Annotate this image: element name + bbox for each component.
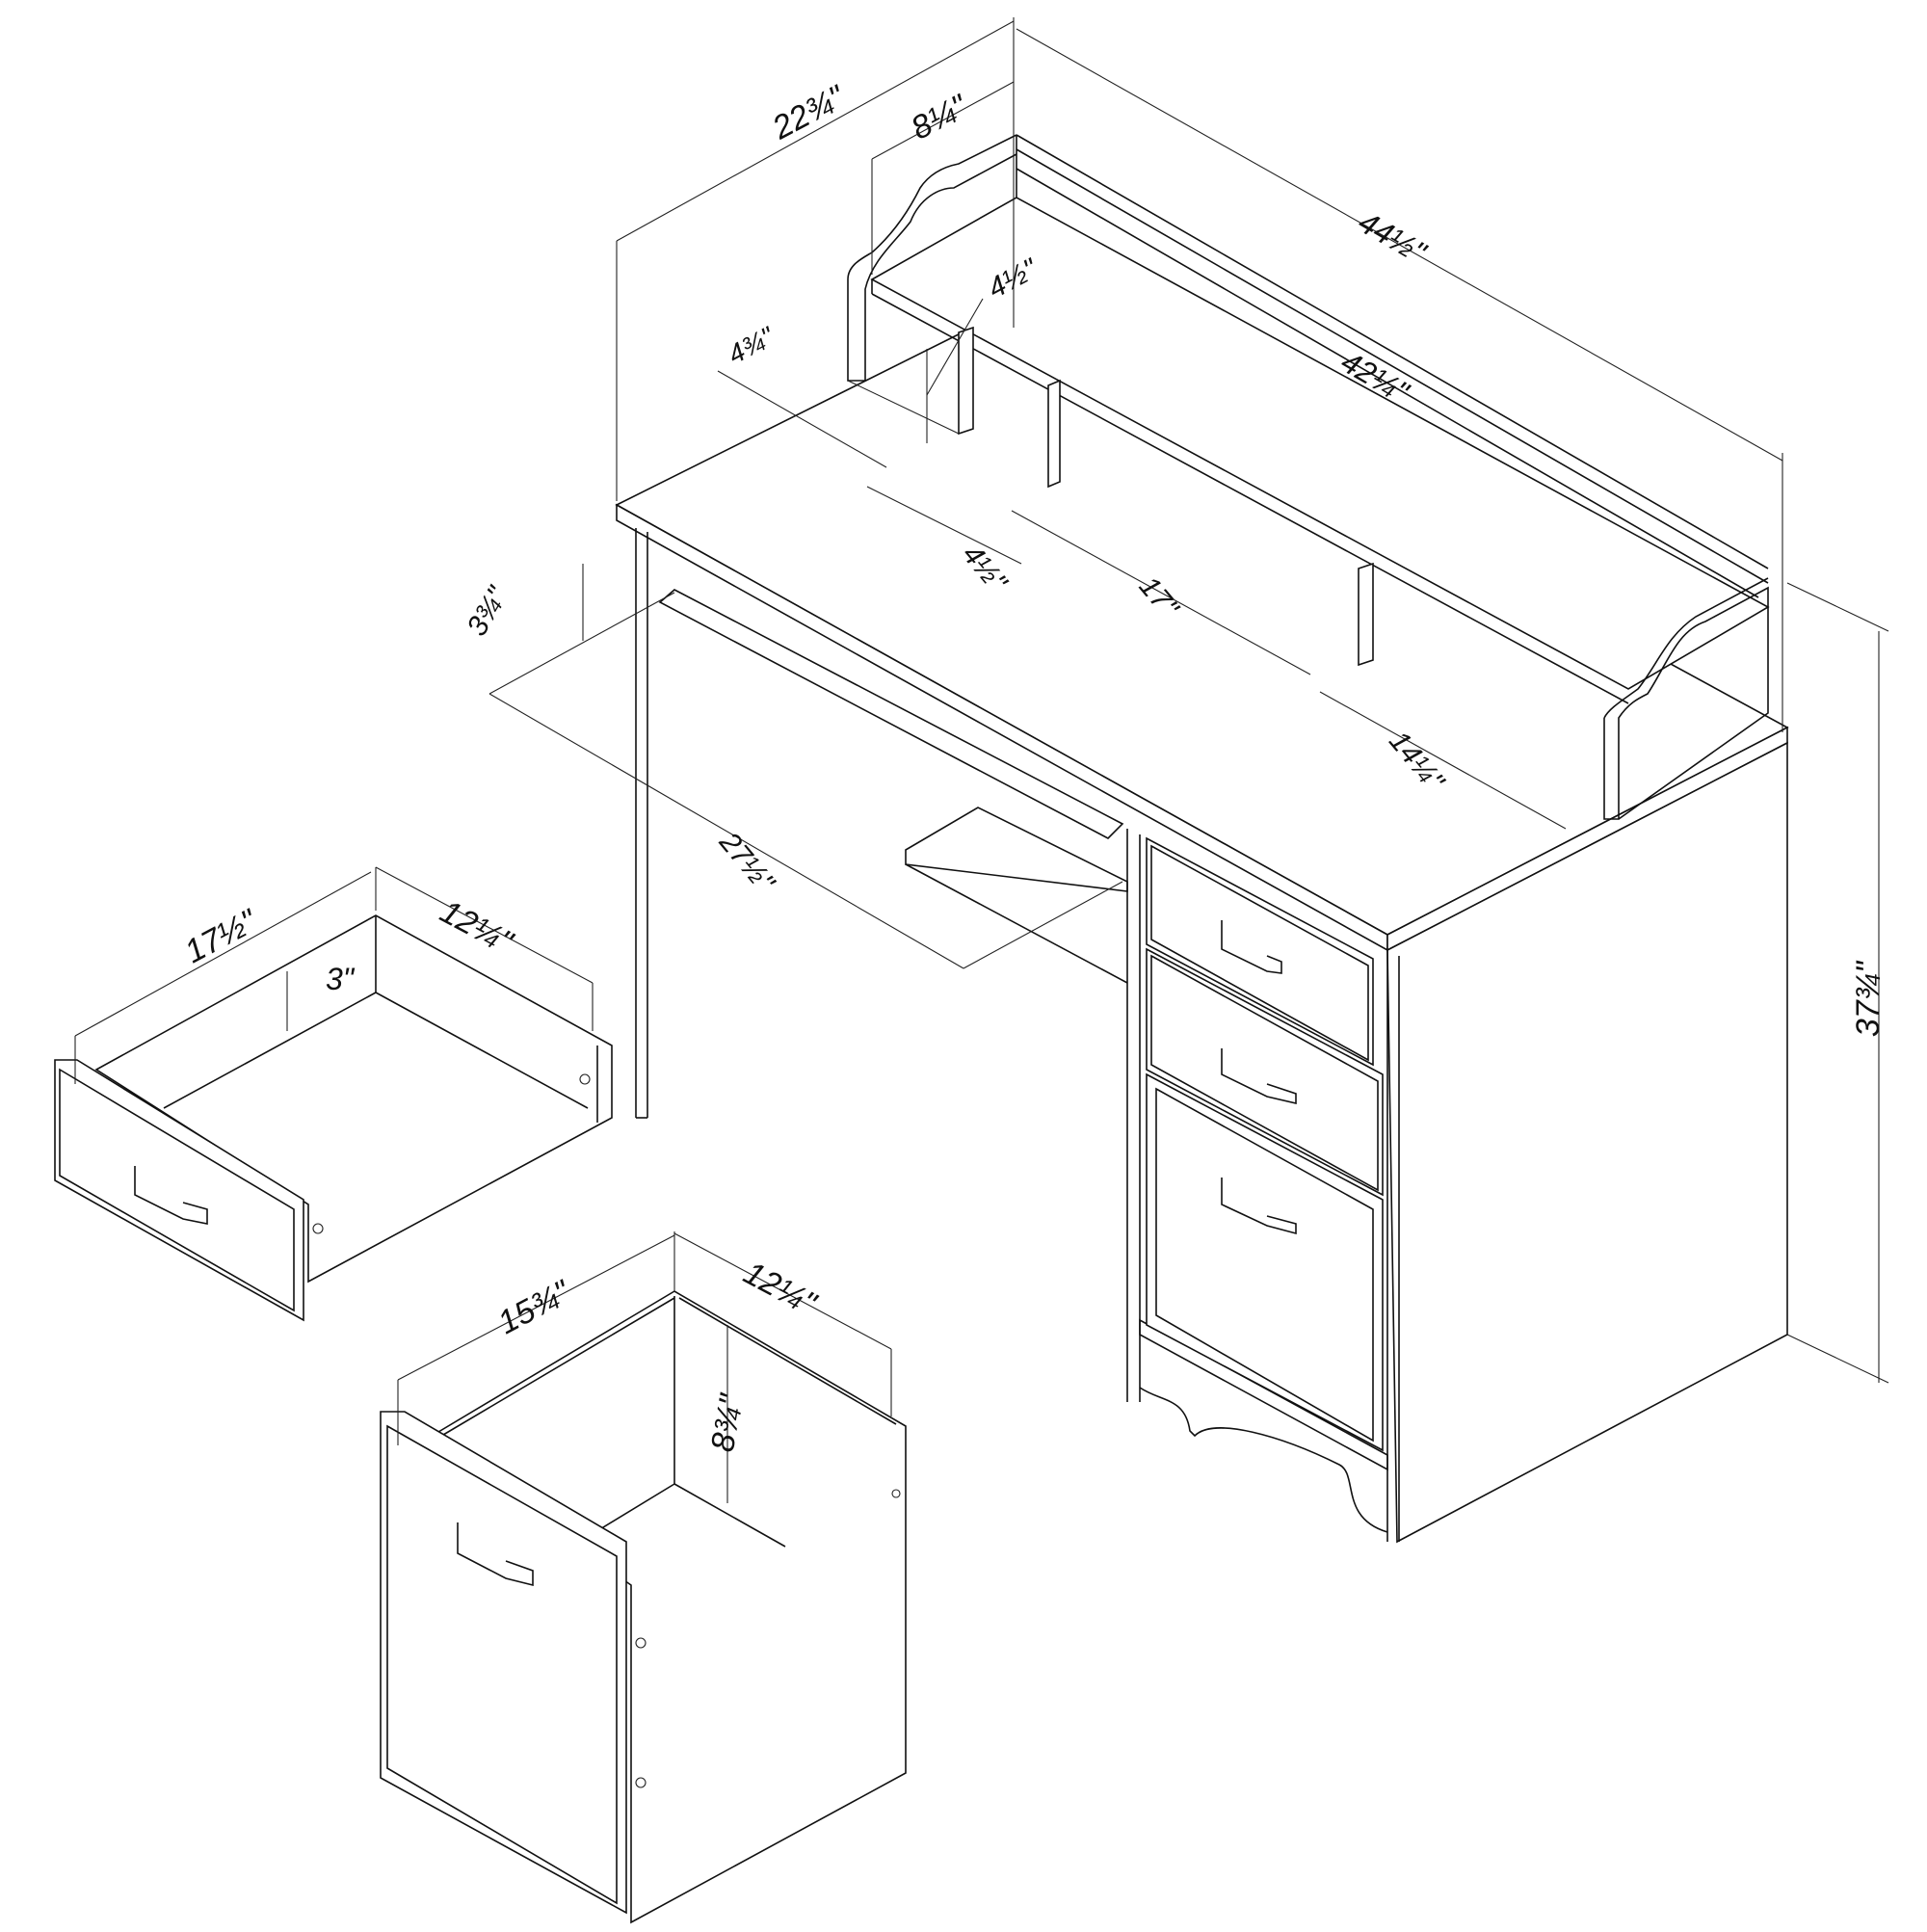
desk-top [615,305,1789,952]
hutch [847,134,1770,820]
pedestal [1126,741,1788,1544]
dim-file-drawer-height: 8¾" [703,1391,751,1455]
keyboard-tray [658,589,1128,984]
file-drawer [380,1290,907,1924]
desk-left-leg [635,528,648,1119]
small-drawer [54,914,613,1322]
dim-small-drawer-height: 3" [326,962,355,996]
dimension-lines [74,17,1889,1503]
dim-overall-height: 37¾" [1850,961,1887,1038]
